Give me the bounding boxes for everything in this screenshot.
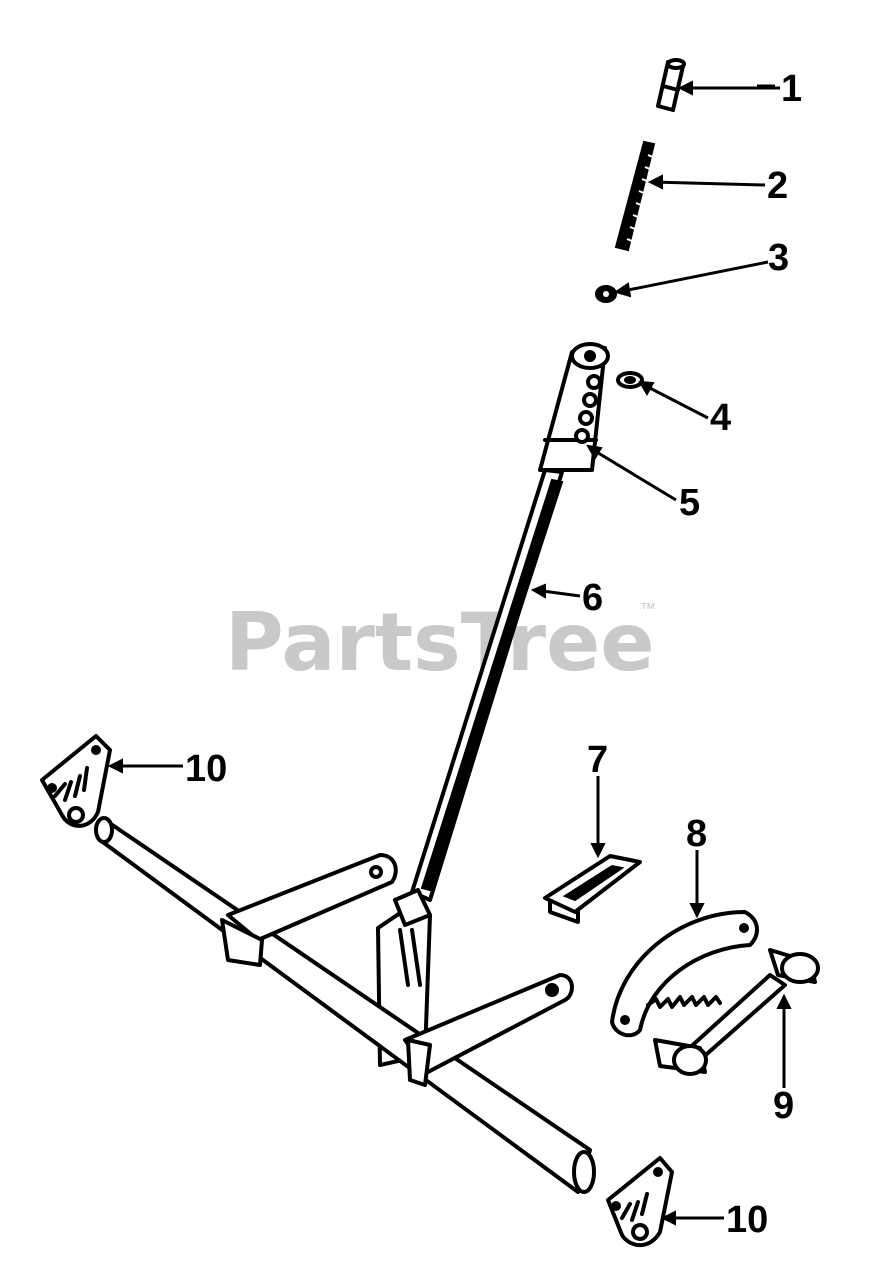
watermark-text: PartsTree [225, 596, 655, 689]
part-8-notched-sector[interactable] [610, 910, 759, 1038]
leader-lines [107, 80, 792, 1226]
part-4-clip[interactable] [616, 371, 644, 389]
callout-label-10-lower: 10 [726, 1199, 768, 1241]
part-6-lever[interactable] [376, 342, 610, 1067]
part-10-bracket-upper[interactable] [40, 734, 112, 828]
callout-label-8: 8 [686, 813, 707, 855]
callout-label-3: 3 [768, 237, 789, 279]
cross-shaft[interactable] [94, 816, 596, 1194]
callout-label-1: 1 [781, 68, 802, 110]
callout-labels: 1 2 3 4 5 6 7 8 9 10 10 [185, 68, 802, 1241]
part-1-pin[interactable] [656, 58, 686, 112]
callout-label-2: 2 [767, 165, 788, 207]
callout-label-10-upper: 10 [185, 748, 227, 790]
callout-label-5: 5 [679, 482, 700, 524]
part-3-nut[interactable] [595, 285, 617, 303]
callout-label-7: 7 [587, 739, 608, 781]
part-7-plate[interactable] [543, 854, 642, 924]
callout-label-9: 9 [773, 1085, 794, 1127]
callout-label-4: 4 [710, 397, 731, 439]
watermark-trademark: ™ [640, 601, 656, 618]
part-10-bracket-lower[interactable] [606, 1156, 674, 1248]
callout-label-6: 6 [582, 577, 603, 619]
part-9-crank[interactable] [653, 948, 820, 1076]
part-2-threaded-rod[interactable] [614, 140, 656, 252]
